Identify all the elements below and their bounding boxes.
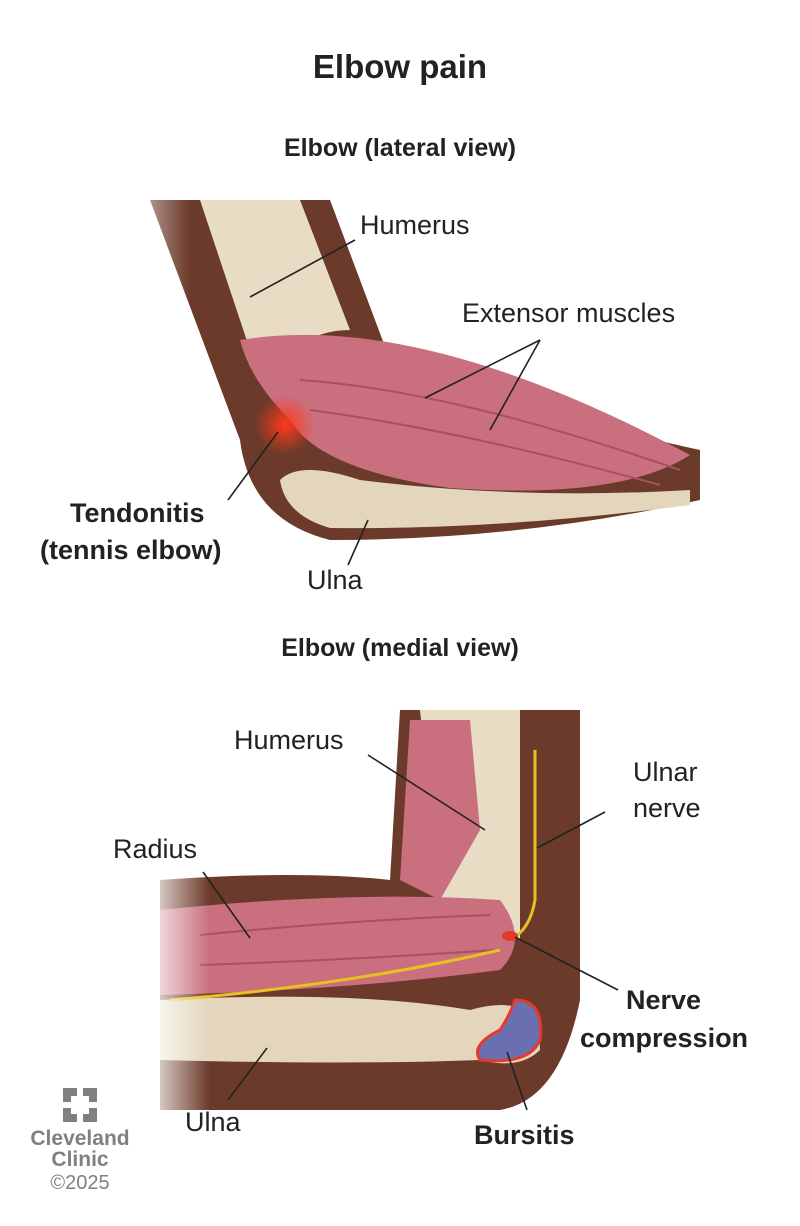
label-radius: Radius xyxy=(113,834,198,864)
label-bursitis: Bursitis xyxy=(474,1120,575,1150)
leader-lines xyxy=(202,239,619,1111)
label-humerus-medial: Humerus xyxy=(234,725,344,755)
label-nerve-compression-1: Nerve xyxy=(626,985,702,1015)
medial-view-heading: Elbow (medial view) xyxy=(281,634,519,662)
inflammation-marker xyxy=(255,395,315,455)
cleveland-clinic-logo: Cleveland Clinic ©2025 xyxy=(30,1088,130,1196)
label-nerve: nerve xyxy=(633,793,701,823)
bursa xyxy=(476,998,543,1063)
page-title: Elbow pain xyxy=(312,48,488,85)
label-nerve-compression-2: compression xyxy=(580,1023,749,1053)
copyright: ©2025 xyxy=(50,1172,110,1194)
logo-cross-icon xyxy=(63,1088,97,1122)
logo-line2: Clinic xyxy=(51,1148,109,1171)
label-tendonitis: Tendonitis xyxy=(70,498,205,528)
medial-arm-drawing xyxy=(140,710,580,1120)
lateral-view-heading: Elbow (lateral view) xyxy=(283,134,516,162)
logo-line1: Cleveland xyxy=(30,1127,130,1150)
label-ulna-medial: Ulna xyxy=(185,1107,241,1137)
label-ulna-lateral: Ulna xyxy=(307,565,363,595)
compression-marker xyxy=(502,931,518,941)
label-ulnar: Ulnar xyxy=(633,757,698,787)
label-humerus-lateral: Humerus xyxy=(360,210,470,240)
label-extensor-muscles: Extensor muscles xyxy=(462,298,676,328)
lateral-arm-drawing xyxy=(100,190,700,540)
label-tennis-elbow: (tennis elbow) xyxy=(40,535,222,565)
